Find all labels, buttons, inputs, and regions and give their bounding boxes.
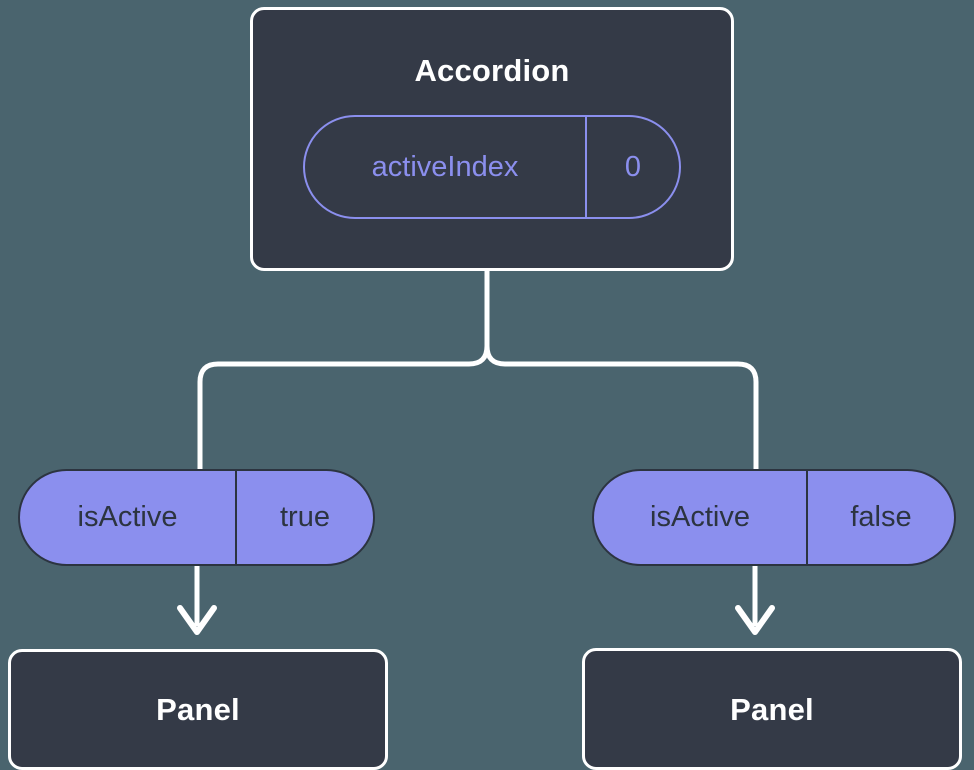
prop-pill-is-active-true[interactable]: isActive true	[18, 469, 375, 566]
prop-pill-key-right: isActive	[650, 501, 750, 533]
state-pill-key: activeIndex	[371, 150, 519, 183]
branch-line-right	[484, 345, 759, 469]
accordion-title: Accordion	[414, 53, 570, 88]
prop-pill-value-right: false	[806, 471, 954, 564]
branch-line-left	[197, 345, 490, 469]
prop-pill-key-left: isActive	[77, 501, 178, 533]
panel-title-left: Panel	[156, 692, 240, 727]
state-pill-active-index[interactable]: activeIndex 0	[303, 115, 681, 219]
arrow-down-icon-right	[735, 605, 775, 635]
prop-pill-value-left: true	[235, 471, 373, 564]
arrow-down-icon-left	[177, 605, 217, 635]
panel-title-right: Panel	[730, 691, 814, 727]
panel-component-node-left[interactable]: Panel	[8, 649, 388, 770]
prop-pill-is-active-false[interactable]: isActive false	[592, 469, 956, 566]
accordion-component-node[interactable]: Accordion activeIndex 0	[250, 7, 734, 271]
state-pill-value: 0	[585, 117, 679, 217]
panel-component-node-right[interactable]: Panel	[582, 648, 962, 770]
